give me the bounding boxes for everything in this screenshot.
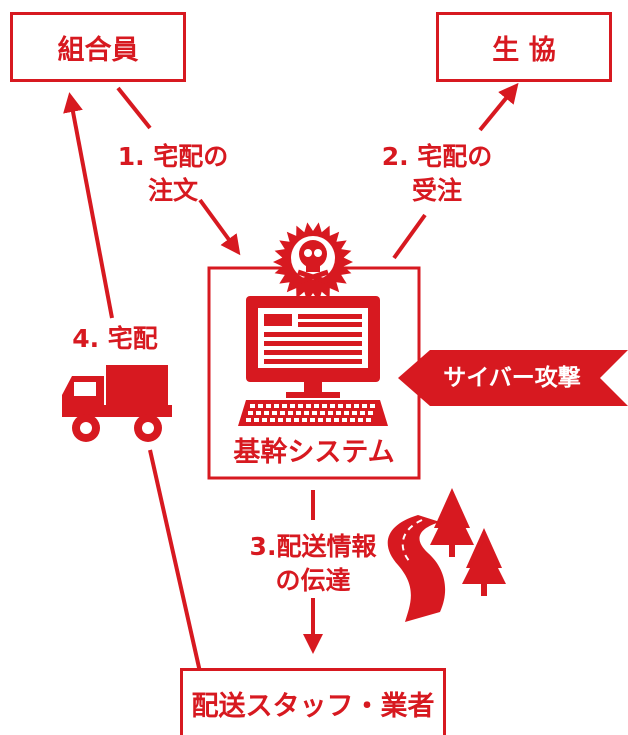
step1-line1: 1. 宅配の — [117, 142, 229, 171]
delivery-truck-icon — [62, 365, 172, 442]
coop-label: 生 協 — [492, 34, 556, 66]
skull-crossbones-icon — [273, 222, 353, 302]
arrow-delivery-to-member — [63, 92, 114, 319]
step1-line2: 注文 — [147, 176, 198, 205]
step1-label: 1. 宅配の 注文 — [108, 140, 238, 208]
core-system-text: 基幹システム — [233, 437, 395, 468]
computer-monitor-icon — [246, 296, 380, 398]
arrow-member-to-system — [116, 86, 241, 256]
delivery-staff-node: 配送スタッフ・業者 — [180, 668, 446, 735]
step2-label: 2. 宅配の 受注 — [372, 140, 502, 208]
step4-text: 4. 宅配 — [72, 324, 158, 353]
delivery-staff-label: 配送スタッフ・業者 — [191, 690, 435, 722]
step2-line2: 受注 — [411, 176, 462, 205]
core-system-label: 基幹システム — [209, 436, 419, 470]
step4-label: 4. 宅配 — [60, 322, 170, 356]
member-node: 組合員 — [10, 12, 186, 82]
step2-line1: 2. 宅配の — [381, 142, 493, 171]
arrow-system-to-coop — [392, 82, 519, 260]
member-label: 組合員 — [57, 34, 139, 66]
cyber-attack-label: サイバー攻撃 — [424, 361, 600, 395]
cyber-attack-banner — [398, 350, 628, 406]
pine-tree-icon — [430, 488, 506, 596]
coop-node: 生 協 — [436, 12, 612, 82]
step3-label: 3.配送情報 の伝達 — [230, 530, 396, 598]
keyboard-icon — [238, 400, 388, 426]
winding-road-icon — [387, 515, 446, 622]
cyber-attack-text: サイバー攻撃 — [443, 365, 581, 391]
step3-line1: 3.配送情報 — [249, 532, 377, 561]
line-truck-to-staff — [148, 449, 202, 673]
step3-line2: の伝達 — [275, 566, 351, 595]
